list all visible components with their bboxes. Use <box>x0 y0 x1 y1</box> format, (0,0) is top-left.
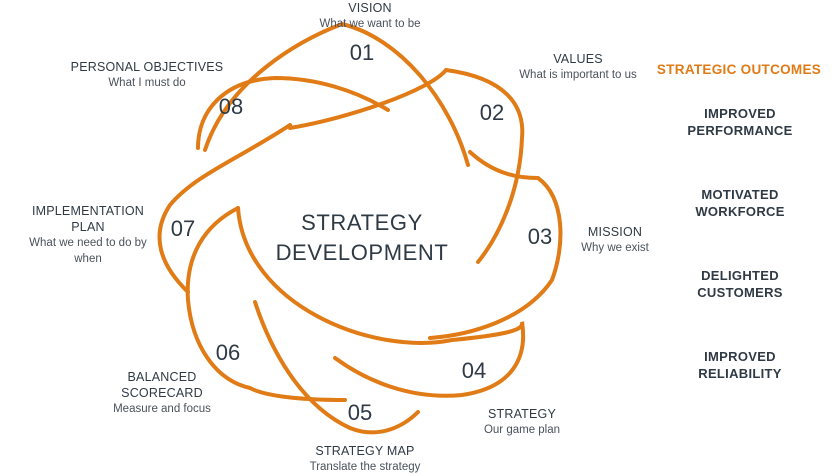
step-title: PERSONAL OBJECTIVES <box>70 60 224 74</box>
step-number-08: 08 <box>218 94 244 119</box>
petal-08 <box>196 75 390 150</box>
step-number-02: 02 <box>479 100 505 125</box>
step-label-04: STRATEGY Our game plan <box>472 406 572 438</box>
step-subtitle: What I must do <box>108 77 186 89</box>
petal-03 <box>428 150 563 340</box>
outcome-item: MOTIVATED WORKFORCE <box>695 187 785 219</box>
step-number-03: 03 <box>527 224 553 249</box>
step-number-06: 06 <box>215 340 241 365</box>
outcome-item: IMPROVED PERFORMANCE <box>687 106 793 138</box>
petal-04 <box>236 206 526 398</box>
step-title: IMPLEMENTATION PLAN <box>31 204 145 234</box>
petal-05 <box>253 300 420 435</box>
step-number-05: 05 <box>347 400 373 425</box>
step-label-07: IMPLEMENTATION PLAN What we need to do b… <box>26 203 150 267</box>
step-subtitle: What we need to do by when <box>29 237 147 265</box>
step-number-01: 01 <box>349 40 375 65</box>
petal-06 <box>185 206 347 402</box>
step-label-02: VALUES What is important to us <box>500 51 656 83</box>
step-title: VISION <box>348 1 392 15</box>
outcome-item: DELIGHTED CUSTOMERS <box>697 268 783 300</box>
step-subtitle: What we want to be <box>319 18 421 30</box>
step-label-05: STRATEGY MAP Translate the strategy <box>290 443 440 475</box>
outcome-item: IMPROVED RELIABILITY <box>698 349 782 381</box>
step-subtitle: What is important to us <box>519 69 637 81</box>
step-number-04: 04 <box>461 358 487 383</box>
step-subtitle: Why we exist <box>581 242 649 254</box>
step-title: MISSION <box>587 225 643 239</box>
step-title: VALUES <box>553 52 603 66</box>
step-title: BALANCED SCORECARD <box>121 370 203 400</box>
step-label-03: MISSION Why we exist <box>572 224 658 256</box>
step-subtitle: Translate the strategy <box>309 461 421 473</box>
center-title-line-1: STRATEGY <box>301 210 423 235</box>
step-subtitle: Our game plan <box>483 424 561 436</box>
outcomes-heading: STRATEGIC OUTCOMES <box>656 62 822 77</box>
petal-02 <box>288 67 525 264</box>
step-title: STRATEGY MAP <box>315 444 415 458</box>
step-label-01: VISION What we want to be <box>290 0 450 32</box>
step-subtitle: Measure and focus <box>113 403 211 415</box>
step-title: STRATEGY <box>487 407 557 421</box>
center-title-line-2: DEVELOPMENT <box>275 240 449 265</box>
step-label-08: PERSONAL OBJECTIVES What I must do <box>70 59 224 91</box>
step-label-06: BALANCED SCORECARD Measure and focus <box>106 369 218 417</box>
step-number-07: 07 <box>170 216 196 241</box>
petal-07 <box>157 123 292 294</box>
petal-01 <box>203 21 470 167</box>
center-title: STRATEGY DEVELOPMENT <box>262 208 462 268</box>
